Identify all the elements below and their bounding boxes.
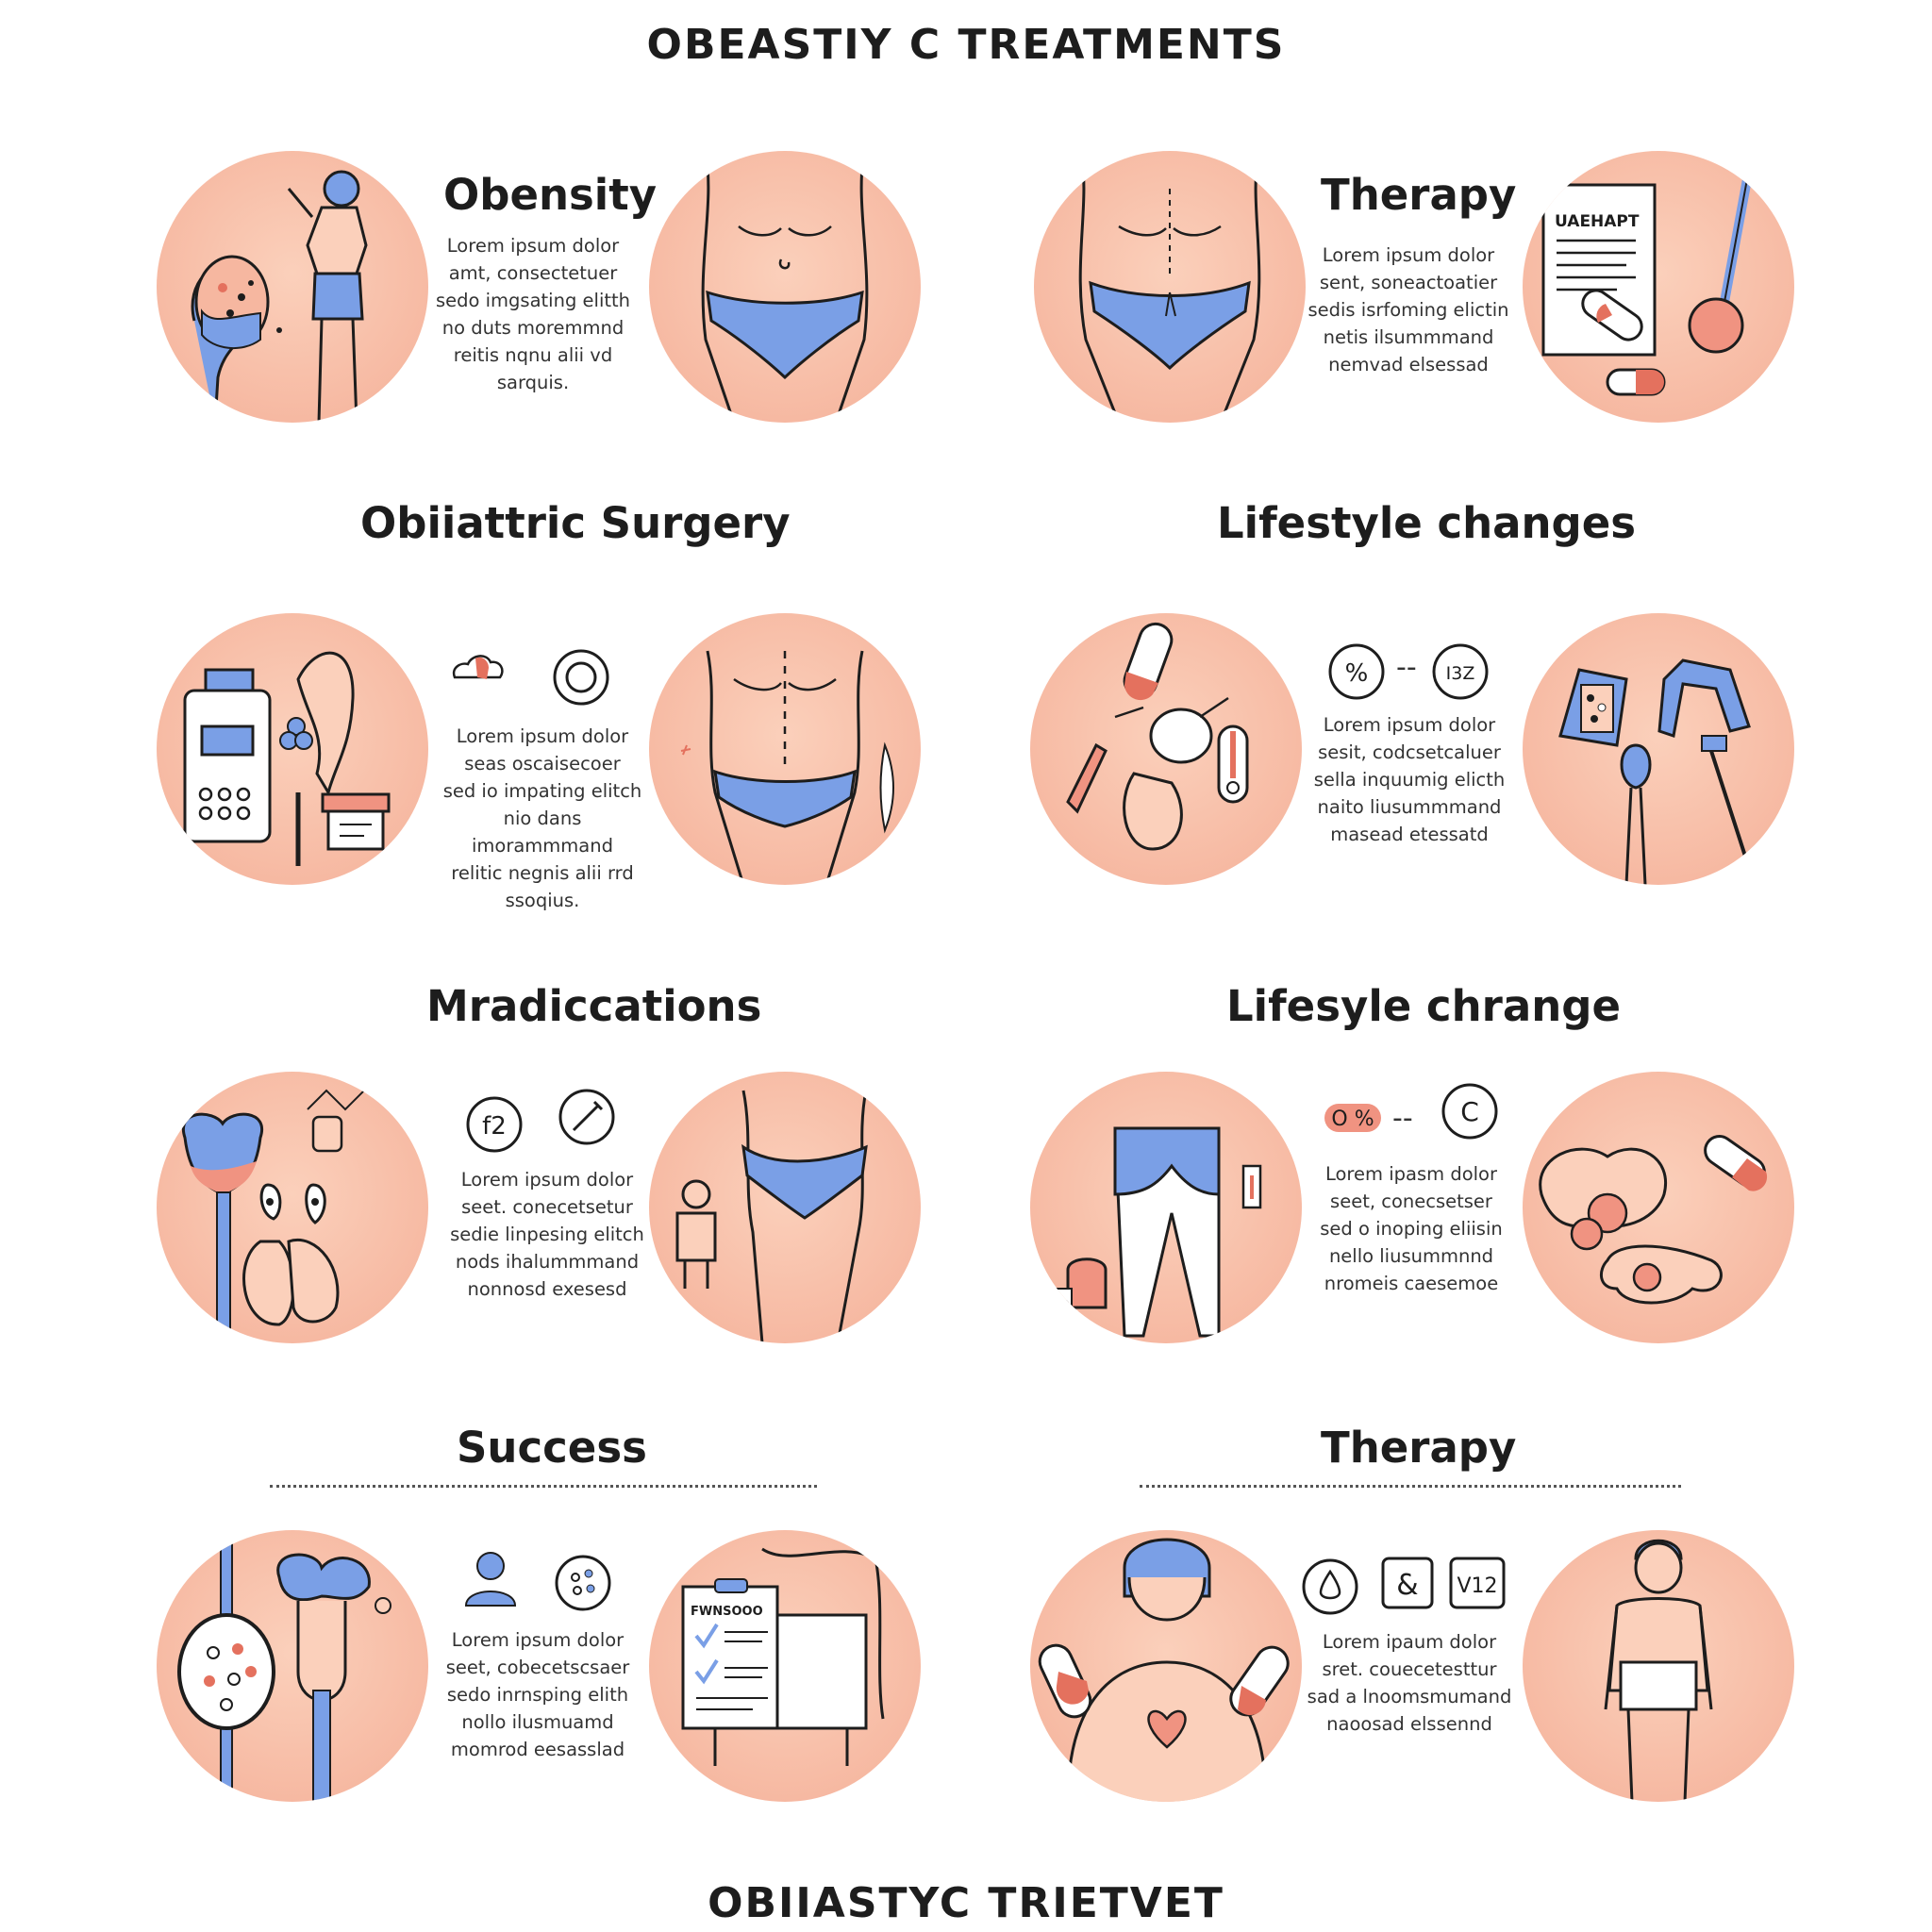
lifestyle-tools-circle [1523, 613, 1794, 885]
svg-text:C: C [1460, 1096, 1479, 1127]
svg-text:&: & [1396, 1569, 1418, 1602]
svg-text:I3Z: I3Z [1446, 663, 1475, 684]
percent-icon: % [1326, 641, 1387, 702]
lifestyle-2-legs-circle [1030, 1072, 1302, 1343]
stomach-and-cells-icon [177, 1530, 391, 1802]
person-heart-icon [1038, 1538, 1290, 1802]
surgery-torso-circle [649, 613, 921, 885]
medications-torso-circle [649, 1072, 921, 1343]
torso-icon [1078, 151, 1261, 423]
success-heading: Success [457, 1423, 647, 1473]
standing-woman-icon [191, 170, 368, 423]
dash-separator-2: -- [1392, 1102, 1413, 1135]
torso-icon [701, 151, 869, 423]
clipboard-checklist-icon: FWNSOOO [681, 1547, 885, 1766]
svg-text:FWNSOOO: FWNSOOO [691, 1605, 763, 1619]
pills-and-organ-icon [1066, 622, 1249, 851]
user-silhouette-icon [460, 1547, 521, 1607]
measurement-icon: f2 [464, 1094, 525, 1155]
scale-readout-icon: I3Z [1430, 641, 1491, 702]
surgery-equipment-circle [157, 613, 428, 885]
cells-icon [553, 1553, 613, 1613]
percent-pill-icon: O % [1323, 1085, 1383, 1145]
target-icon [551, 647, 611, 708]
lifestyle-heading: Lifestyle changes [1217, 498, 1637, 548]
syringe-icon [557, 1087, 617, 1147]
v12-badge-icon: V12 [1447, 1553, 1507, 1613]
organs-icon [181, 1089, 365, 1343]
svg-text:UAEHAPT: UAEHAPT [1555, 212, 1640, 231]
lifestyle-2-heading: Lifesyle chrange [1226, 981, 1621, 1031]
lifestyle-pills-circle [1030, 613, 1302, 885]
medications-circle [157, 1072, 428, 1343]
svg-text:%: % [1345, 659, 1369, 688]
drop-icon [1300, 1557, 1360, 1617]
organ-icon [449, 640, 509, 700]
ampersand-icon: & [1377, 1553, 1438, 1613]
svg-text:O %: O % [1331, 1108, 1374, 1131]
standing-man-icon [1604, 1539, 1713, 1802]
surgery-heading: Obiiattric Surgery [360, 498, 791, 548]
therapy-torso-circle [1034, 151, 1306, 423]
medical-tools-icon [1558, 658, 1751, 885]
svg-text:V12: V12 [1457, 1574, 1497, 1598]
circle-c-icon: C [1440, 1081, 1500, 1141]
therapy-2-divider [1140, 1485, 1681, 1488]
organs-and-pill-icon [1539, 1135, 1768, 1305]
success-clipboard-circle: FWNSOOO [649, 1530, 921, 1802]
therapy-2-figure-circle [1523, 1530, 1794, 1802]
svg-text:f2: f2 [482, 1112, 507, 1141]
torso-icon [680, 650, 894, 885]
torso-and-figure-icon [675, 1090, 868, 1343]
therapy-2-heading: Therapy [1321, 1423, 1517, 1473]
therapy-heading: Therapy [1321, 170, 1517, 220]
lifestyle-2-organs-circle [1523, 1072, 1794, 1343]
medications-heading: Mradiccations [426, 981, 762, 1031]
obesity-heading: Obensity [443, 170, 658, 220]
medical-device-icon [183, 651, 391, 866]
footer-title: OBIIASTYC TRIETVET [708, 1879, 1224, 1927]
legs-and-jar-icon [1056, 1126, 1262, 1338]
dash-separator: -- [1396, 651, 1417, 684]
page-title: OBEASTIY C TREATMENTS [646, 21, 1286, 69]
therapy-2-person-circle [1030, 1530, 1302, 1802]
obesity-torso-circle [649, 151, 921, 423]
success-divider [270, 1485, 817, 1488]
obesity-person-circle [157, 151, 428, 423]
prescription-pills-icon: UAEHAPT [1541, 178, 1752, 396]
success-circle [157, 1530, 428, 1802]
therapy-prescription-circle: UAEHAPT [1523, 151, 1794, 423]
